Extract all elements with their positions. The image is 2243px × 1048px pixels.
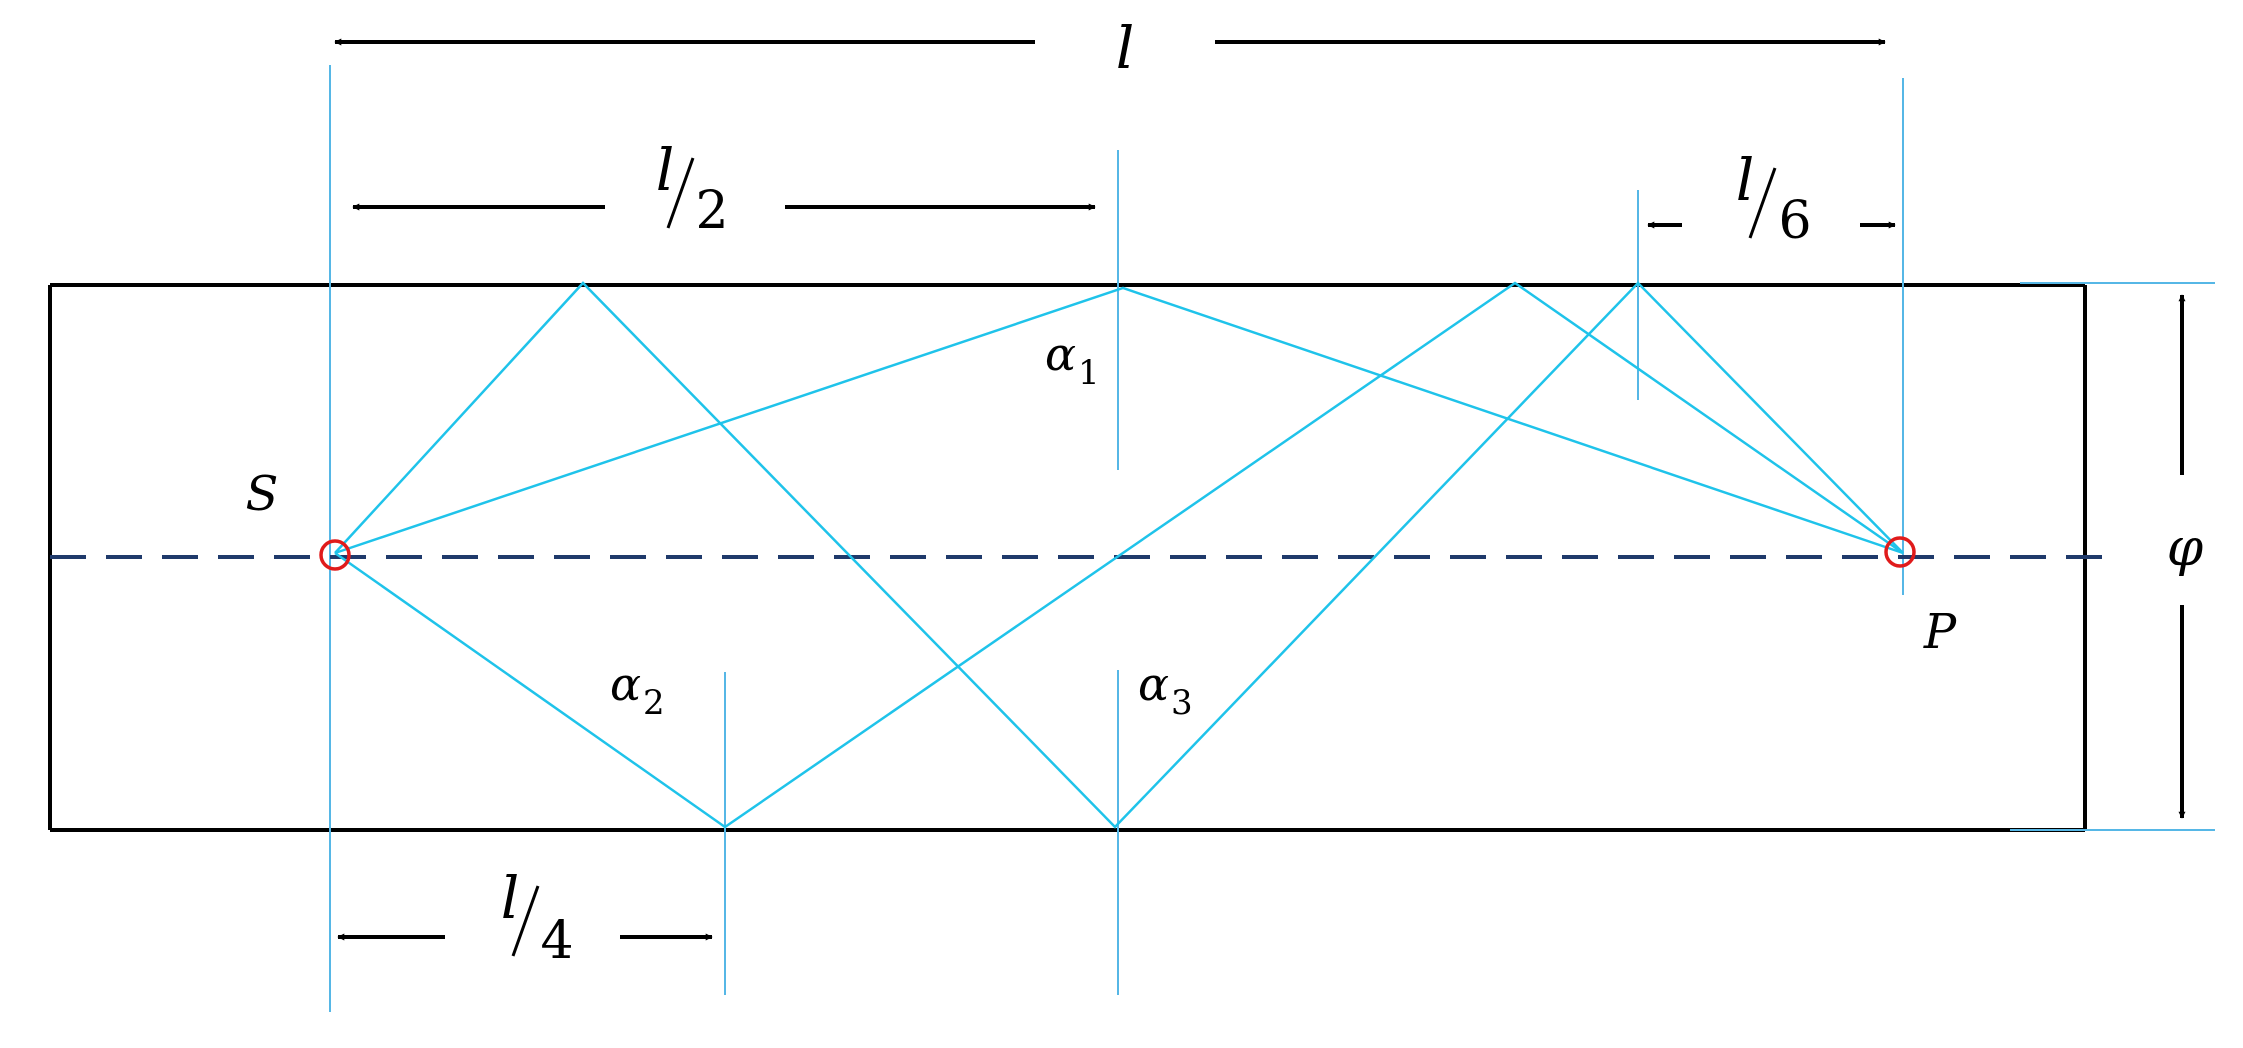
ray-path-1 — [334, 286, 1904, 555]
label-sixth-slash — [1748, 167, 1777, 239]
label-alpha-3-base: α — [1138, 657, 1169, 711]
label-alpha-1: α 1 — [1045, 327, 1100, 393]
label-quarter-num: l — [501, 864, 520, 932]
ray-path-2 — [334, 281, 1904, 829]
label-quarter-den: 4 — [540, 911, 573, 971]
label-half-num: l — [656, 136, 675, 204]
label-half-den: 2 — [695, 181, 728, 241]
label-sixth-num: l — [1736, 146, 1755, 214]
label-sixth-den: 6 — [1778, 191, 1811, 251]
label-receiver: P — [1923, 604, 1957, 660]
ray-paths — [334, 281, 1904, 829]
label-alpha-3-sub: 3 — [1171, 683, 1193, 723]
label-length-total: l — [1116, 14, 1135, 82]
receiver-marker — [1884, 536, 1916, 568]
label-source: S — [246, 466, 279, 522]
label-alpha-1-sub: 1 — [1078, 353, 1100, 393]
label-alpha-2: α 2 — [610, 657, 665, 723]
label-alpha-1-base: α — [1045, 327, 1076, 381]
source-marker — [319, 539, 351, 571]
label-diameter: φ — [2167, 518, 2204, 578]
label-quarter-slash — [511, 885, 540, 957]
label-alpha-2-base: α — [610, 657, 641, 711]
label-sixth-length: l 6 — [1736, 146, 1812, 251]
label-half-slash — [666, 157, 695, 229]
label-alpha-3: α 3 — [1138, 657, 1193, 723]
label-alpha-2-sub: 2 — [643, 683, 665, 723]
label-quarter-length: l 4 — [501, 864, 574, 971]
label-half-length: l 2 — [656, 136, 729, 241]
ray-path-3 — [334, 281, 1904, 829]
